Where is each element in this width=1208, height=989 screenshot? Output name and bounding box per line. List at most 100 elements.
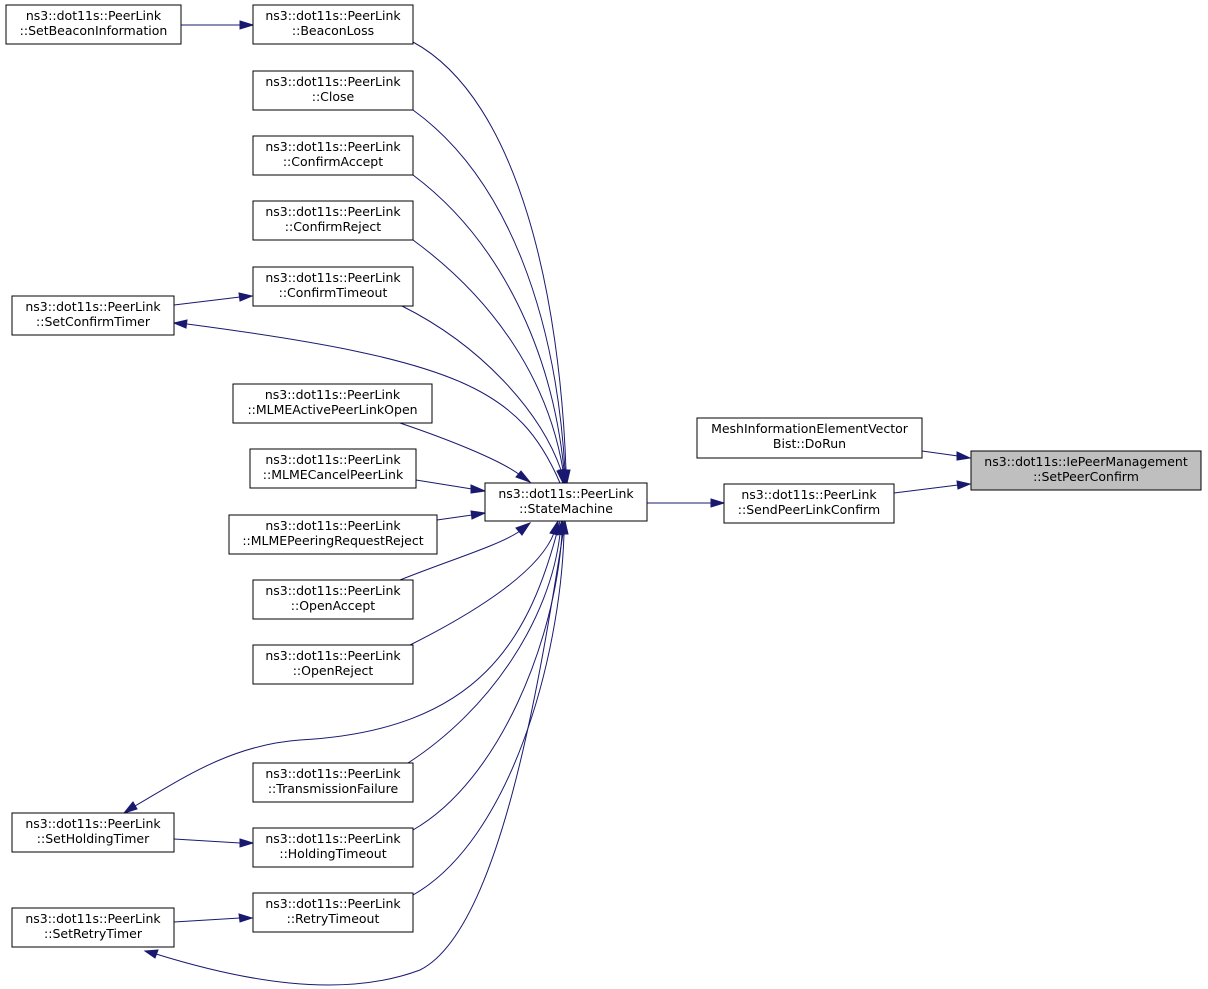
edge-mlmepeering-to-statemachine bbox=[436, 510, 487, 521]
edge-sendconfirm-to-setpeerconfirm bbox=[893, 480, 972, 494]
node-box[interactable] bbox=[252, 827, 414, 868]
node-mlmepeering[interactable]: ns3::dot11s::PeerLink::MLMEPeeringReques… bbox=[228, 514, 438, 555]
node-label-line: ns3::dot11s::PeerLink bbox=[265, 648, 401, 663]
edge-arrowhead bbox=[238, 913, 254, 923]
node-label-line: ns3::dot11s::PeerLink bbox=[26, 8, 162, 23]
node-label-line: ns3::dot11s::PeerLink bbox=[265, 583, 401, 598]
node-label-line: ::MLMEPeeringRequestReject bbox=[242, 533, 423, 548]
node-label-line: ns3::dot11s::IePeerManagement bbox=[984, 454, 1188, 469]
edge-line bbox=[412, 174, 565, 471]
node-close[interactable]: ns3::dot11s::PeerLink::Close bbox=[252, 70, 414, 111]
node-label-line: ::Close bbox=[312, 89, 355, 104]
edge-line bbox=[412, 109, 566, 471]
node-setpeerconfirm[interactable]: ns3::dot11s::IePeerManagement::SetPeerCo… bbox=[970, 450, 1202, 491]
node-label-line: ns3::dot11s::PeerLink bbox=[25, 299, 161, 314]
node-label-line: ns3::dot11s::PeerLink bbox=[265, 270, 401, 285]
node-retrytimeout[interactable]: ns3::dot11s::PeerLink::RetryTimeout bbox=[252, 892, 414, 933]
node-box[interactable] bbox=[11, 295, 175, 336]
node-setholdingtimer[interactable]: ns3::dot11s::PeerLink::SetHoldingTimer bbox=[11, 812, 175, 853]
node-label-line: ::MLMECancelPeerLink bbox=[263, 467, 404, 482]
edge-arrowhead bbox=[556, 468, 566, 485]
node-box[interactable] bbox=[252, 644, 414, 685]
edge-openaccept-to-statemachine bbox=[399, 522, 532, 581]
edge-setretrytimer-to-retrytimeout bbox=[173, 913, 254, 923]
edge-line bbox=[173, 917, 241, 923]
node-mlmeactive[interactable]: ns3::dot11s::PeerLink::MLMEActivePeerLin… bbox=[232, 383, 433, 424]
node-label-line: ns3::dot11s::PeerLink bbox=[265, 387, 401, 402]
edge-close-to-statemachine bbox=[412, 109, 570, 485]
edge-statemachine-to-setholdingtimer bbox=[122, 520, 561, 814]
edge-setholdingtimer-to-holdingtimeout bbox=[173, 838, 255, 848]
edge-arrowhead bbox=[515, 522, 532, 536]
node-setconfirmtimer[interactable]: ns3::dot11s::PeerLink::SetConfirmTimer bbox=[11, 295, 175, 336]
edge-line bbox=[173, 838, 241, 844]
node-holdingtimeout[interactable]: ns3::dot11s::PeerLink::HoldingTimeout bbox=[252, 827, 414, 868]
node-label-line: ::SetRetryTimer bbox=[44, 926, 143, 941]
node-openaccept[interactable]: ns3::dot11s::PeerLink::OpenAccept bbox=[252, 579, 414, 620]
node-setbeacon[interactable]: ns3::dot11s::PeerLink::SetBeaconInformat… bbox=[5, 4, 182, 45]
edge-line bbox=[412, 533, 565, 896]
node-box[interactable] bbox=[723, 483, 895, 524]
node-label-line: ::ConfirmReject bbox=[285, 219, 382, 234]
node-box[interactable] bbox=[232, 383, 433, 424]
edge-line bbox=[399, 530, 521, 581]
node-box[interactable] bbox=[252, 200, 414, 241]
node-label-line: ::SendPeerLinkConfirm bbox=[738, 502, 880, 517]
node-box[interactable] bbox=[249, 448, 417, 489]
node-sendconfirm[interactable]: ns3::dot11s::PeerLink::SendPeerLinkConfi… bbox=[723, 483, 895, 524]
node-setretrytimer[interactable]: ns3::dot11s::PeerLink::SetRetryTimer bbox=[11, 907, 175, 948]
node-box[interactable] bbox=[252, 70, 414, 111]
edge-line bbox=[412, 533, 563, 831]
edge-arrowhead bbox=[238, 292, 254, 302]
node-box[interactable] bbox=[5, 4, 182, 45]
node-box[interactable] bbox=[252, 266, 414, 307]
graph-edges bbox=[122, 20, 972, 986]
node-label-line: ::SetConfirmTimer bbox=[36, 314, 151, 329]
edge-line bbox=[409, 532, 555, 646]
node-box[interactable] bbox=[252, 135, 414, 176]
edge-line bbox=[412, 41, 567, 471]
node-transfail[interactable]: ns3::dot11s::PeerLink::TransmissionFailu… bbox=[252, 762, 414, 803]
edge-arrowhead bbox=[143, 949, 159, 959]
node-label-line: ::BeaconLoss bbox=[292, 23, 374, 38]
node-label-line: ns3::dot11s::PeerLink bbox=[265, 74, 401, 89]
edge-arrowhead bbox=[239, 838, 255, 848]
node-label-line: ns3::dot11s::PeerLink bbox=[265, 896, 401, 911]
node-box[interactable] bbox=[228, 514, 438, 555]
node-mlmecancel[interactable]: ns3::dot11s::PeerLink::MLMECancelPeerLin… bbox=[249, 448, 417, 489]
node-label-line: ::OpenAccept bbox=[291, 598, 376, 613]
edge-line bbox=[155, 520, 566, 986]
node-box[interactable] bbox=[484, 482, 648, 522]
edge-line bbox=[399, 422, 521, 476]
node-label-line: ::ConfirmTimeout bbox=[279, 285, 388, 300]
edge-statemachine-to-sendconfirm bbox=[647, 498, 726, 508]
edge-statemachine-to-setconfirmtimer bbox=[172, 319, 561, 484]
edge-line bbox=[436, 514, 473, 521]
edge-doRun-to-setpeerconfirm bbox=[921, 450, 972, 461]
node-label-line: ns3::dot11s::PeerLink bbox=[265, 204, 401, 219]
node-beaconloss[interactable]: ns3::dot11s::PeerLink::BeaconLoss bbox=[252, 4, 414, 45]
node-confirmreject[interactable]: ns3::dot11s::PeerLink::ConfirmReject bbox=[252, 200, 414, 241]
edge-arrowhead bbox=[956, 480, 972, 490]
edge-arrowhead bbox=[470, 510, 487, 520]
node-box[interactable] bbox=[970, 450, 1202, 491]
node-box[interactable] bbox=[252, 762, 414, 803]
node-label-line: ::MLMEActivePeerLinkOpen bbox=[247, 402, 417, 417]
node-box[interactable] bbox=[252, 4, 414, 45]
node-confirmtimeout[interactable]: ns3::dot11s::PeerLink::ConfirmTimeout bbox=[252, 266, 414, 307]
node-statemachine[interactable]: ns3::dot11s::PeerLink::StateMachine bbox=[484, 482, 648, 522]
edge-line bbox=[893, 484, 959, 494]
node-box[interactable] bbox=[11, 812, 175, 853]
node-confirmaccept[interactable]: ns3::dot11s::PeerLink::ConfirmAccept bbox=[252, 135, 414, 176]
node-box[interactable] bbox=[696, 417, 923, 459]
node-openreject[interactable]: ns3::dot11s::PeerLink::OpenReject bbox=[252, 644, 414, 685]
node-box[interactable] bbox=[11, 907, 175, 948]
edge-line bbox=[921, 450, 959, 457]
node-box[interactable] bbox=[252, 579, 414, 620]
edge-setconfirmtimer-to-confirmtimeout bbox=[173, 292, 254, 306]
node-label-line: ::ConfirmAccept bbox=[283, 154, 383, 169]
node-box[interactable] bbox=[252, 892, 414, 933]
node-label-line: ::OpenReject bbox=[293, 663, 374, 678]
node-label-line: ns3::dot11s::PeerLink bbox=[25, 816, 161, 831]
